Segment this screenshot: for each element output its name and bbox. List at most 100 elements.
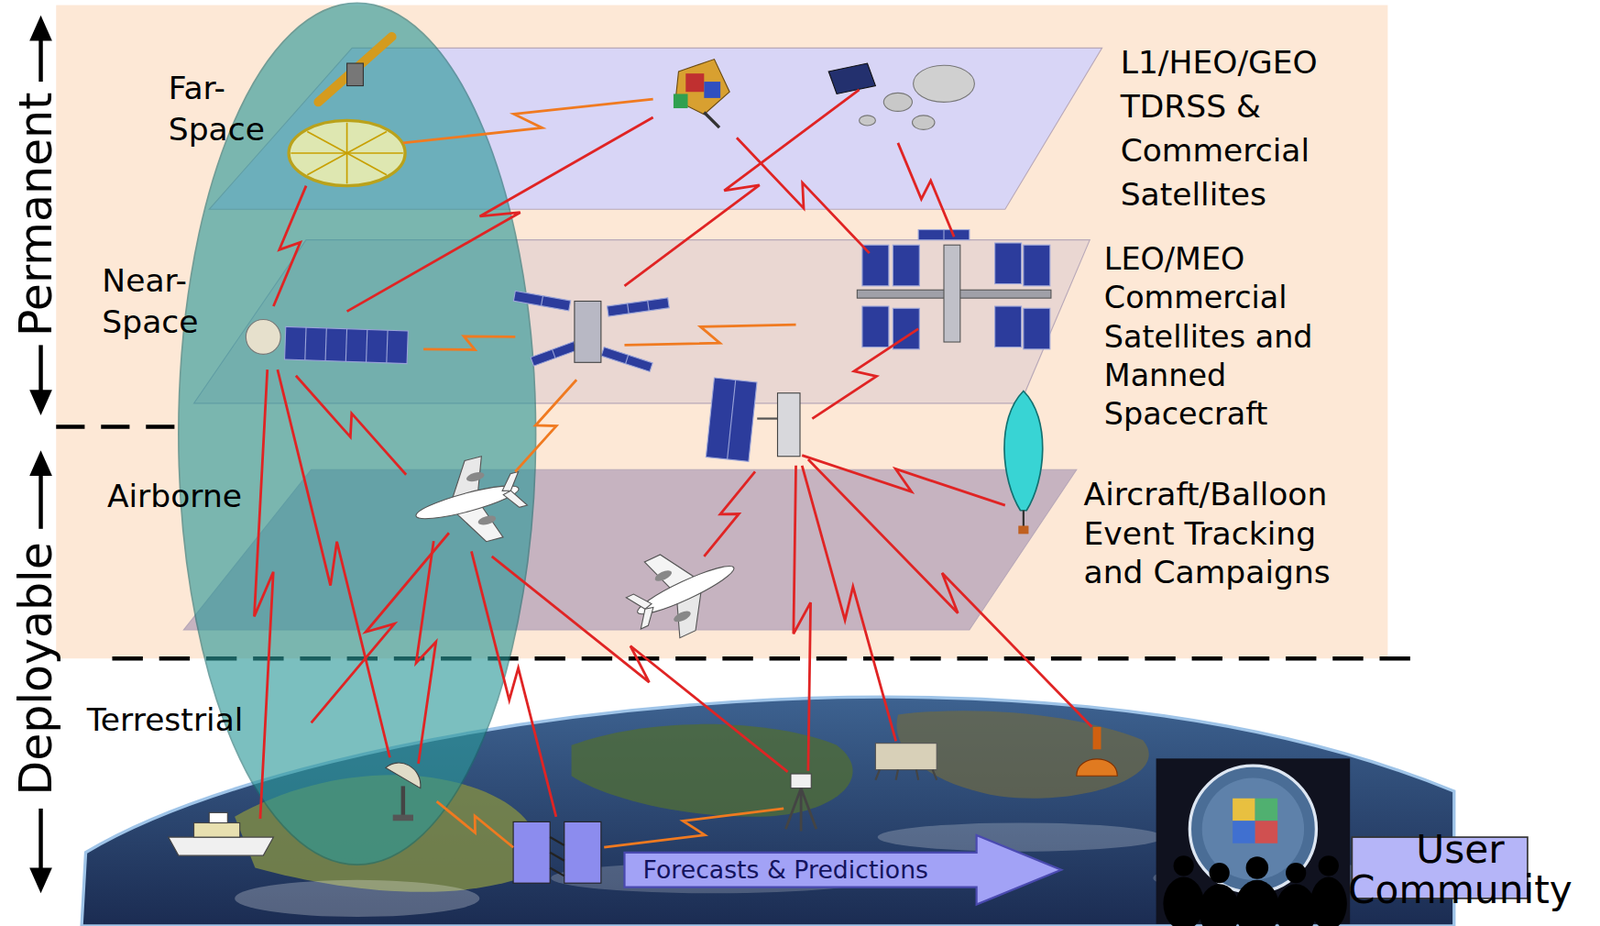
space-station-part [862, 244, 889, 286]
layer-name: Near-Space [101, 260, 225, 342]
ground-station [875, 743, 937, 780]
commercial-satellites-part [883, 92, 912, 111]
near-space-satellite [245, 319, 408, 364]
text-slot: Airborne [107, 476, 261, 516]
lightning-link [253, 369, 274, 819]
commercial-satellites-part [828, 63, 876, 94]
small-satellite-part [778, 393, 800, 457]
layer-description: L1/HEO/GEO TDRSS & Commercial Satellites [1120, 41, 1376, 218]
balloon-tether [1022, 510, 1025, 533]
leo-satellite-part-part [627, 303, 630, 314]
link-bolts [253, 89, 1092, 847]
space-station [856, 230, 1052, 350]
layer-plane [183, 469, 1076, 630]
earth-land-part [896, 710, 1149, 799]
leo-satellite-part-part [513, 290, 570, 311]
user-community-picture-part-part [1285, 862, 1306, 883]
space-station-part-part [862, 306, 889, 348]
dashed-divider [111, 656, 1421, 660]
small-satellite-part-part [705, 377, 757, 461]
space-station-part-part [892, 307, 920, 350]
far-space-satellites-part [288, 120, 406, 186]
aircraft-part [503, 487, 528, 511]
near-space-satellite-part-part [386, 329, 388, 363]
space-station-part-part [892, 244, 920, 286]
leo-satellite-part [574, 300, 602, 362]
dish-antenna [385, 762, 421, 821]
leo-satellite-part-part [552, 349, 556, 358]
leo-satellite-part-part [601, 347, 653, 373]
small-satellite [705, 377, 800, 461]
balloon [1004, 390, 1043, 510]
user-community-picture-part-part [1209, 862, 1230, 883]
aircraft-part [634, 558, 738, 621]
space-station-part [856, 289, 1052, 298]
far-space-satellites-part [347, 131, 387, 154]
data-center-part [564, 821, 602, 883]
aircraft-part [413, 479, 521, 525]
space-station-part [892, 307, 920, 350]
range-label: Permanent [10, 92, 63, 337]
near-space-satellite-part-part [305, 327, 307, 361]
space-station-part [918, 230, 970, 241]
text-slot: Near-Space [101, 260, 225, 342]
dish-antenna-part [401, 785, 406, 816]
leo-satellite-part [601, 347, 653, 373]
space-station-part [995, 306, 1022, 348]
lightning-link [403, 98, 654, 143]
small-satellite-part-part [727, 379, 736, 459]
aircraft-part [625, 588, 653, 614]
user-community-picture-part [1232, 798, 1255, 821]
ship-part [168, 836, 274, 855]
text-slot: Forecasts & Predictions [643, 854, 980, 885]
dish-antenna-part [385, 762, 421, 789]
aircraft-part [438, 456, 493, 507]
space-station-part-part [995, 242, 1022, 285]
near-space-satellite-part [284, 326, 409, 363]
tdrss-satellite-part [685, 73, 704, 92]
space-station-part [862, 306, 889, 348]
small-satellite-part [756, 416, 778, 419]
data-center-part [549, 836, 565, 876]
dashed-divider [55, 424, 184, 428]
earth-land-part [234, 879, 480, 917]
lightning-link [423, 336, 516, 351]
leo-satellite-part-part [541, 295, 544, 307]
leo-satellite-part-part [625, 354, 629, 364]
range-arrows-part [32, 20, 50, 39]
balloon-gondola [1018, 525, 1029, 534]
leo-satellite-part-part [607, 297, 670, 317]
block-arrow [624, 834, 1062, 905]
small-satellite-part [705, 377, 757, 461]
user-community-picture-part-part [1275, 883, 1317, 926]
space-station-part-part [1023, 244, 1051, 286]
space-station-part [892, 244, 920, 286]
weather-sensor [1076, 726, 1118, 776]
user-community-picture-part [1255, 798, 1278, 821]
far-space-satellites-part [346, 122, 349, 154]
range-arrows-part [38, 36, 43, 82]
sky-panel [55, 5, 1388, 659]
near-space-satellite-part-part [325, 328, 327, 362]
user-community-picture-part-part [1318, 854, 1339, 876]
leo-satellite-part-part [530, 341, 578, 367]
weather-sensor-part [1076, 758, 1118, 776]
lightning-link [801, 455, 1006, 506]
user-community-picture-part [1189, 765, 1316, 892]
earth-land-part [234, 774, 538, 892]
dish-antenna-part [393, 814, 414, 822]
user-community-picture-part-part [1310, 876, 1348, 926]
text-slot: L1/HEO/GEO TDRSS & Commercial Satellites [1120, 41, 1376, 218]
leo-satellite-part [513, 290, 570, 311]
aircraft-part [634, 605, 660, 630]
layer-description: Forecasts & Predictions [643, 854, 980, 885]
far-space-satellites-part [306, 153, 347, 176]
space-station-part [1023, 244, 1051, 286]
layer-description: LEO/MEO Commercial Satellites and Manned… [1104, 240, 1314, 435]
ship-part [208, 811, 228, 822]
far-space-satellites-part [347, 63, 364, 86]
user-community-picture-part-part [1234, 879, 1280, 926]
layer-plane [194, 240, 1091, 404]
